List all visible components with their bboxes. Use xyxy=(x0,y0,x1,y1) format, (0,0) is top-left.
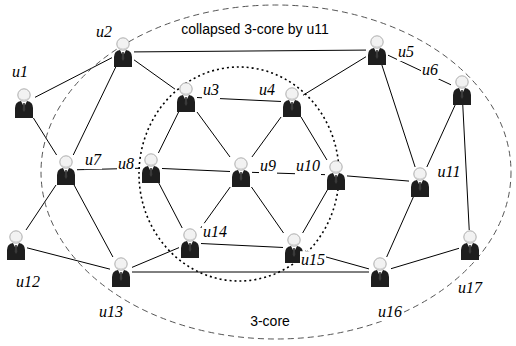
person-node: u6 xyxy=(451,75,473,105)
person-icon xyxy=(281,87,303,117)
person-node: u3 xyxy=(175,82,197,112)
person-node: u1 xyxy=(13,88,35,118)
person-node: u4 xyxy=(281,87,303,117)
vertex-label: u11 xyxy=(437,163,462,181)
person-node: u9 xyxy=(230,157,252,187)
graph-edge xyxy=(74,185,113,257)
person-figure xyxy=(453,76,471,105)
person-icon xyxy=(369,257,391,287)
vertex-label: u10 xyxy=(295,157,321,175)
person-node: u12 xyxy=(5,230,27,260)
vertex-label: u13 xyxy=(98,303,124,321)
vertex-label: u9 xyxy=(259,157,277,175)
person-icon xyxy=(5,230,27,260)
region-ellipse xyxy=(139,67,339,281)
graph-edge xyxy=(391,248,459,268)
person-node: u17 xyxy=(459,230,481,260)
person-icon xyxy=(325,160,347,190)
core-region: u3 u4 u8 u9 u10 u14 u15 collapsed 3-core by u11… xyxy=(40,4,512,340)
person-figure xyxy=(368,36,386,65)
graph-edge xyxy=(33,118,56,155)
graph-edge xyxy=(134,60,175,89)
person-icon xyxy=(110,257,132,287)
person-icon xyxy=(230,157,252,187)
person-icon xyxy=(55,155,77,185)
vertex-label: u3 xyxy=(202,81,220,99)
person-figure xyxy=(232,158,250,187)
person-icon xyxy=(179,228,201,258)
vertex-label: u4 xyxy=(258,81,276,99)
person-icon xyxy=(175,82,197,112)
graph-edge xyxy=(382,65,415,167)
graph-edge xyxy=(303,57,366,96)
person-node: u13 xyxy=(110,257,132,287)
person-figure xyxy=(15,89,33,118)
region-label: collapsed 3-core by u11 xyxy=(180,22,330,37)
person-figure xyxy=(411,168,429,197)
person-figure xyxy=(461,231,479,260)
person-icon xyxy=(451,75,473,105)
person-figure xyxy=(283,88,301,117)
vertex-label: u1 xyxy=(11,63,29,81)
person-node: u7 xyxy=(55,155,77,185)
person-node: u5 xyxy=(366,35,388,65)
graph-edge xyxy=(132,248,179,268)
graph-edge xyxy=(201,187,230,228)
graph-edge xyxy=(35,58,112,98)
person-node: u2 xyxy=(112,37,134,67)
graph-edge xyxy=(251,187,283,233)
person-icon xyxy=(366,35,388,65)
vertex-label: u8 xyxy=(117,155,135,173)
person-figure xyxy=(327,161,345,190)
person-icon xyxy=(13,88,35,118)
person-figure xyxy=(57,156,75,185)
graph-edge xyxy=(201,244,283,248)
region-ellipse xyxy=(41,5,511,339)
vertex-label: u12 xyxy=(15,273,41,291)
vertex-label: u2 xyxy=(95,23,113,41)
vertex-label: u6 xyxy=(421,61,439,79)
person-figure xyxy=(181,229,199,258)
graph-edge xyxy=(252,117,281,157)
person-node: u14 xyxy=(179,228,201,258)
graph-edge xyxy=(197,112,230,157)
vertex-label: u16 xyxy=(377,303,403,321)
graph-edge xyxy=(159,183,182,228)
person-figure xyxy=(7,231,25,260)
collapsed-core-region: u3u4u8u9u10u14u15collapsed 3-core by u11 xyxy=(138,66,340,282)
graph-edge xyxy=(162,168,230,171)
person-figure xyxy=(112,258,130,287)
vertex-label: u5 xyxy=(397,43,415,61)
person-figure xyxy=(114,38,132,67)
vertex-label: u14 xyxy=(202,223,228,241)
graph-edge xyxy=(301,117,327,160)
person-icon xyxy=(112,37,134,67)
graph-edge xyxy=(158,112,178,153)
graph-edge xyxy=(427,105,455,167)
person-node: u16 xyxy=(369,257,391,287)
region-label: 3-core xyxy=(249,314,291,329)
person-figure xyxy=(371,258,389,287)
graph-edge xyxy=(387,197,414,257)
graph-edge xyxy=(463,105,469,230)
person-icon xyxy=(409,167,431,197)
graph-edge xyxy=(347,176,409,181)
vertex-label: u7 xyxy=(84,151,102,169)
vertex-label: u17 xyxy=(457,279,483,297)
person-node: u10 xyxy=(325,160,347,190)
person-figure xyxy=(177,83,195,112)
graph-edge xyxy=(303,190,328,233)
graph-edge xyxy=(73,67,116,155)
person-node: u11 xyxy=(409,167,431,197)
person-icon xyxy=(140,153,162,183)
person-figure xyxy=(142,154,160,183)
graph-edge xyxy=(134,50,366,52)
person-node: u8 xyxy=(140,153,162,183)
person-node: u15 xyxy=(283,233,305,263)
person-icon xyxy=(459,230,481,260)
vertex-label: u15 xyxy=(300,251,326,269)
graph-edge xyxy=(26,185,56,230)
graph-edge xyxy=(132,272,369,273)
